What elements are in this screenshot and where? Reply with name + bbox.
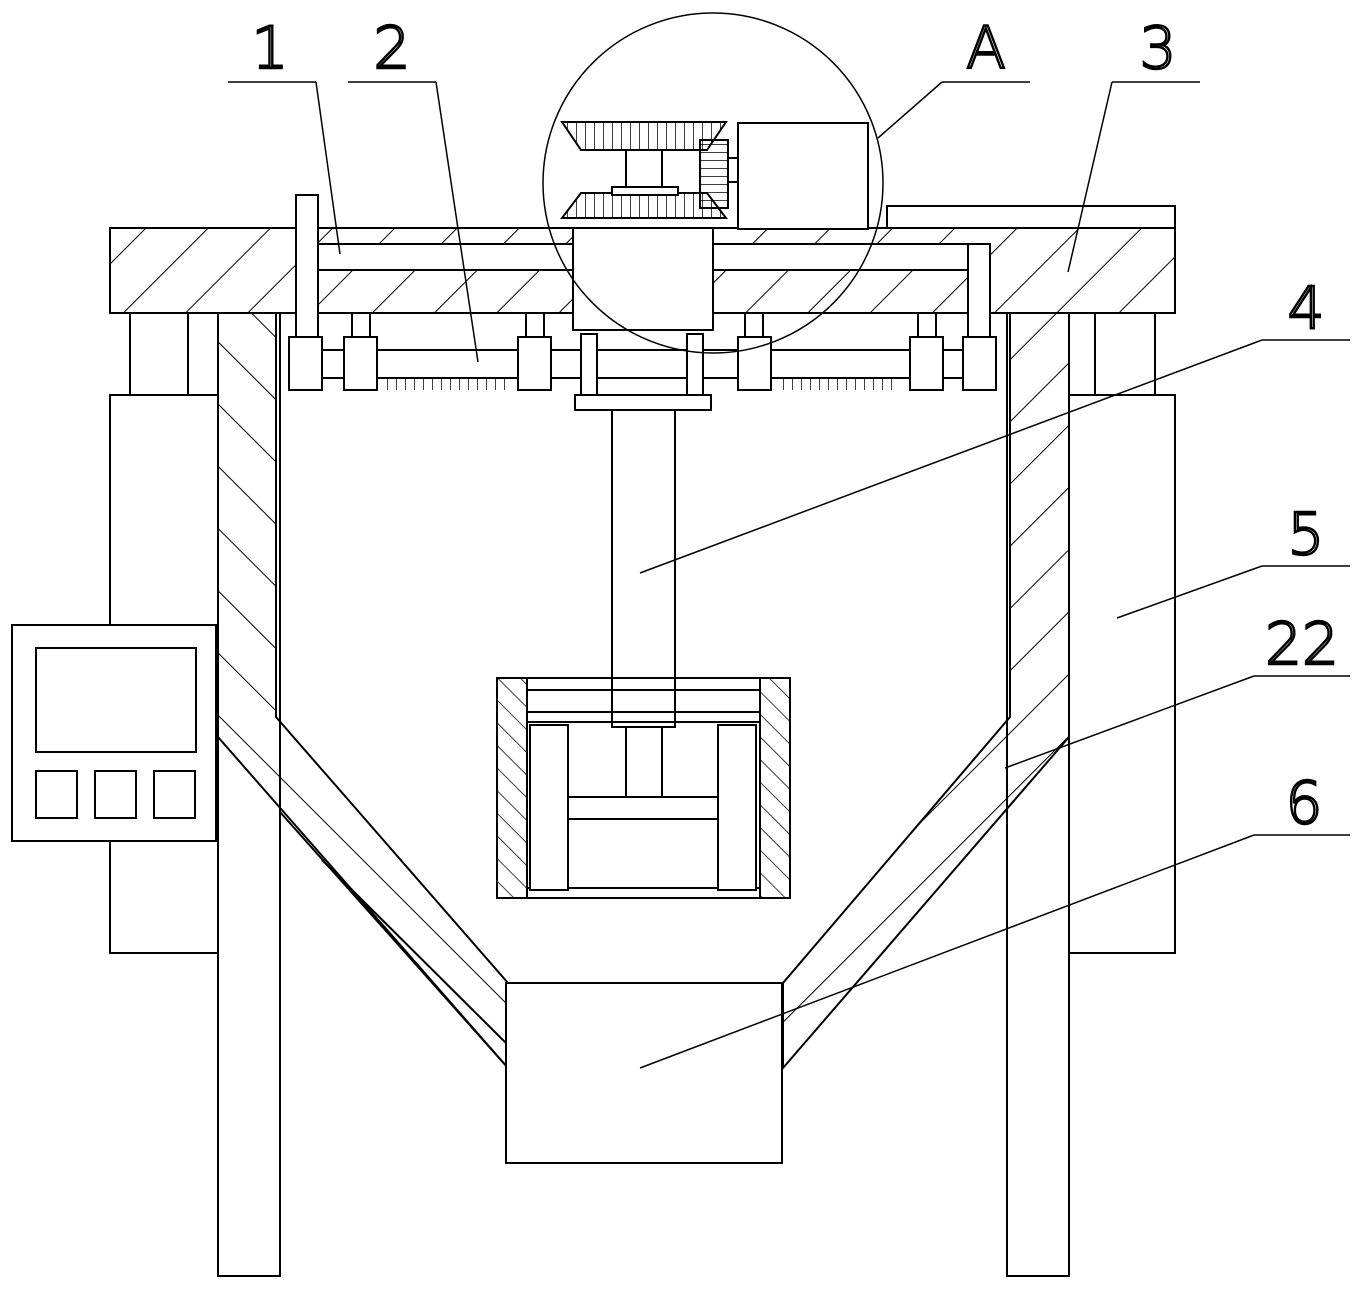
callout-6: 6: [1286, 769, 1323, 837]
control-panel: [11, 624, 217, 842]
detail-a-circle: [542, 12, 884, 354]
callout-22: 22: [1265, 610, 1339, 678]
callout-4: 4: [1288, 274, 1325, 342]
stirring-cage: [496, 677, 791, 899]
callout-labels: 1 2 A 3 4 5 22 6: [250, 13, 1340, 838]
callout-a: A: [966, 14, 1006, 82]
callout-1: 1: [252, 14, 289, 82]
callout-5: 5: [1288, 500, 1325, 568]
leader-lines: [228, 81, 1350, 1069]
motor-housing: [572, 227, 714, 331]
control-button-2: [94, 770, 137, 819]
control-button-1: [35, 770, 78, 819]
control-button-3: [153, 770, 196, 819]
spray-bar: [288, 312, 997, 391]
display-screen: [35, 647, 197, 753]
callout-3: 3: [1140, 14, 1177, 82]
tank-body: [217, 312, 1070, 1164]
drive-motor: [737, 122, 869, 230]
discharge-box: [505, 982, 783, 1164]
detail-a-gearbox: [542, 12, 884, 354]
callout-2: 2: [374, 14, 411, 82]
stirring-shaft: [572, 227, 714, 798]
